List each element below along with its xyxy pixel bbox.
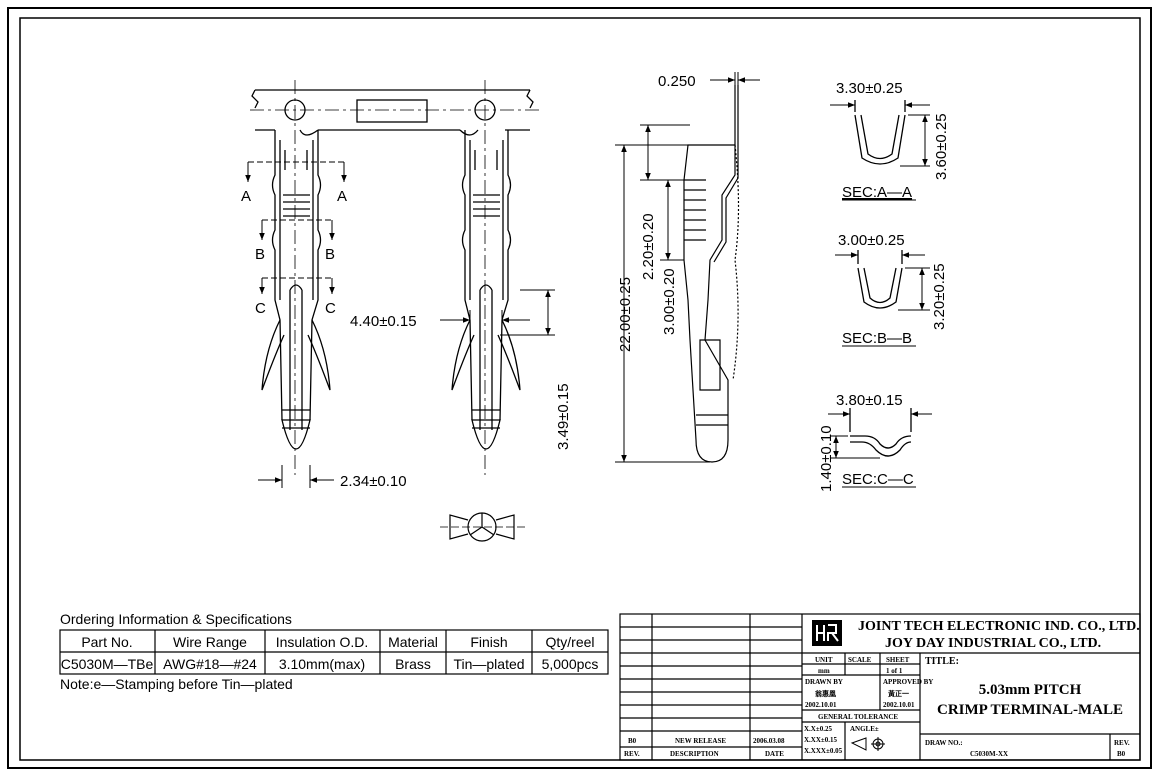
dim-tip-width: 2.34±0.10 (340, 473, 407, 490)
drawn-name: 翁惠凰 (815, 689, 836, 698)
section-cut-lines (245, 161, 347, 294)
dim-len-b: 3.00±0.20 (661, 268, 678, 335)
sec-c-label: SEC:C—C (842, 471, 914, 488)
sec-a-width: 3.30±0.25 (836, 80, 903, 97)
th-qty: Qty/reel (545, 634, 594, 650)
draw-no-label: DRAW NO.: (925, 739, 963, 747)
tolerance-label: GENERAL TOLERANCE (818, 713, 898, 721)
dim-total-length: 22.00±0.25 (617, 277, 634, 352)
cut-label-a-right: A (337, 188, 347, 205)
tol-2: X.XX±0.15 (804, 736, 838, 744)
hdr-date: DATE (765, 750, 784, 758)
company-logo (812, 620, 842, 646)
front-dimensions (258, 289, 555, 488)
rev-row-date: 2006.03.08 (753, 737, 785, 745)
th-finish: Finish (470, 634, 507, 650)
td-finish: Tin—plated (453, 656, 524, 672)
td-qty: 5,000pcs (542, 656, 599, 672)
approved-date: 2002.10.01 (883, 701, 915, 709)
front-view (250, 80, 540, 475)
sec-a-height: 3.60±0.25 (933, 113, 950, 180)
rev-label: REV. (1114, 739, 1130, 747)
scale-label: SCALE (848, 656, 872, 664)
drawn-label: DRAWN BY (805, 678, 843, 686)
td-material: Brass (395, 656, 431, 672)
hdr-rev: REV. (624, 750, 640, 758)
sec-c-height: 1.40±0.10 (818, 425, 835, 492)
ordering-table (59, 629, 609, 675)
outer-border (7, 7, 1152, 769)
drawn-date: 2002.10.01 (805, 701, 837, 709)
sheet-value: 1 of 1 (886, 667, 903, 675)
sec-b-height: 3.20±0.25 (931, 263, 948, 330)
cut-label-a-left: A (241, 188, 251, 205)
angle-label: ANGLE± (850, 725, 879, 733)
rev-row-rev: B0 (628, 737, 637, 745)
section-b-drawing (835, 250, 930, 311)
rev-value: B0 (1117, 750, 1126, 758)
approved-label: APPROVED BY (883, 678, 933, 686)
ordering-title: Ordering Information & Specifications (60, 611, 292, 627)
th-wire-range: Wire Range (173, 634, 247, 650)
td-wire-range: AWG#18—#24 (163, 656, 257, 672)
dim-len-a: 2.20±0.20 (640, 213, 657, 280)
cut-label-c-right: C (325, 300, 336, 317)
dim-tip-length: 3.49±0.15 (555, 383, 572, 450)
side-view (683, 85, 740, 463)
cut-label-b-right: B (325, 246, 335, 263)
section-c-drawing (828, 408, 932, 459)
dim-inner-width: 4.40±0.15 (350, 313, 417, 330)
projection-symbol-icon (850, 737, 885, 751)
tol-3: X.XXX±0.05 (804, 747, 843, 755)
approved-name: 黃正一 (887, 689, 909, 698)
hdr-description: DESCRIPTION (670, 750, 719, 758)
sheet-label: SHEET (886, 656, 910, 664)
unit-value: mm (818, 667, 830, 675)
end-view-symbol (440, 512, 525, 542)
cut-label-c-left: C (255, 300, 266, 317)
side-dimensions (615, 72, 760, 463)
unit-label: UNIT (815, 656, 833, 664)
title-label: TITLE: (925, 656, 959, 667)
tol-1: X.X±0.25 (804, 725, 832, 733)
ordering-note: Note:e—Stamping before Tin—plated (60, 676, 293, 692)
cut-label-b-left: B (255, 246, 265, 263)
sec-c-width: 3.80±0.15 (836, 392, 903, 409)
title-block (619, 613, 1141, 761)
draw-no-value: C5030M-XX (970, 750, 1008, 758)
sec-b-width: 3.00±0.25 (838, 232, 905, 249)
sec-b-label: SEC:B—B (842, 330, 912, 347)
section-a-drawing (830, 100, 930, 167)
dim-thickness: 0.250 (658, 73, 696, 90)
title-line-1: 5.03mm PITCH (979, 682, 1082, 698)
title-line-2: CRIMP TERMINAL-MALE (937, 702, 1123, 718)
td-part-no: C5030M—TBe (61, 656, 154, 672)
company-name-2: JOY DAY INDUSTRIAL CO., LTD. (885, 636, 1101, 651)
sec-a-label: SEC:A—A (842, 184, 912, 201)
th-material: Material (388, 634, 438, 650)
rev-row-desc: NEW RELEASE (675, 737, 726, 745)
th-part-no: Part No. (81, 634, 132, 650)
company-name-1: JOINT TECH ELECTRONIC IND. CO., LTD. (858, 619, 1140, 634)
th-insulation: Insulation O.D. (276, 634, 369, 650)
td-insulation: 3.10mm(max) (279, 656, 365, 672)
inner-border (19, 17, 1141, 761)
